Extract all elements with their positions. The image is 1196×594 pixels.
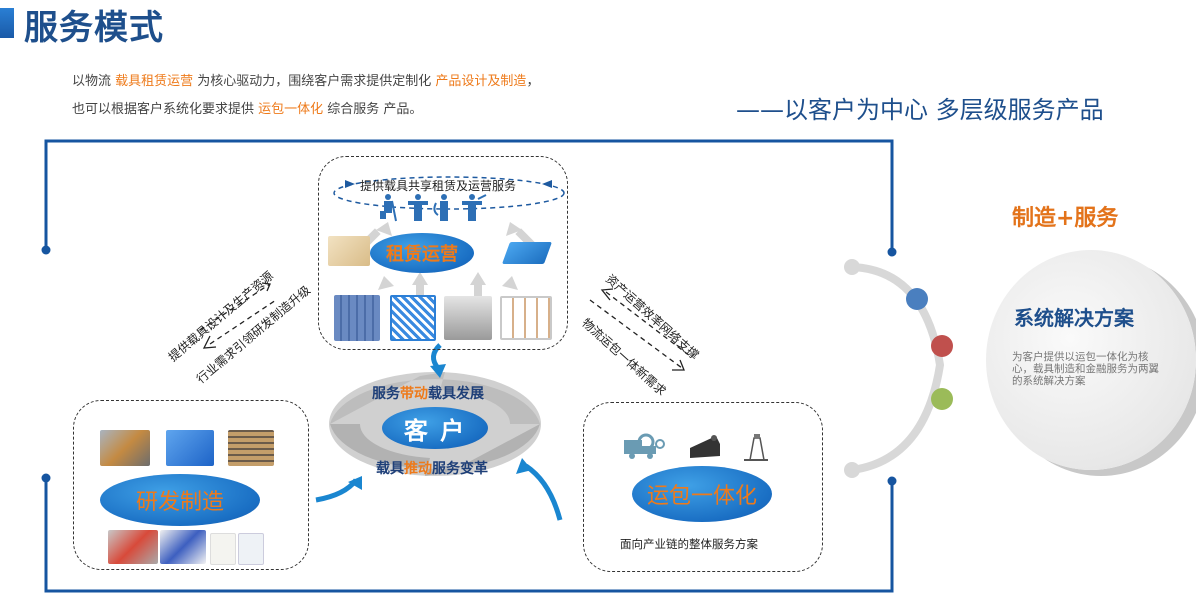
frame-node [41, 245, 51, 255]
intro-text: 以物流 [72, 74, 116, 89]
integration-ellipse[interactable]: 运包一体化 [632, 466, 772, 522]
integration-label: 运包一体化 [646, 484, 757, 509]
integration-section [583, 402, 823, 572]
frame-node [41, 473, 51, 483]
leasing-ellipse[interactable]: 租赁运营 [370, 233, 474, 273]
red-dot [931, 335, 953, 357]
steel-cage-image [390, 295, 436, 341]
certificate-photo-2 [238, 533, 264, 565]
intro-highlight: 载具租赁运营 [115, 74, 194, 89]
arc-end-node [844, 462, 860, 478]
wooden-pallet-image [328, 236, 370, 266]
warehouse-rack-photo [228, 430, 274, 466]
worker-cleaner-icon [380, 194, 397, 222]
right-flow-arrow-down [589, 299, 683, 369]
arrow-diag-right [502, 276, 518, 290]
rd-ellipse[interactable]: 研发制造 [100, 474, 260, 526]
cad-model-photo [108, 530, 158, 564]
solution-title: 系统解决方案 [1014, 306, 1134, 330]
blue-container-photo [166, 430, 214, 466]
green-dot [931, 388, 953, 410]
frame-node [887, 476, 897, 486]
tower-icon [744, 434, 768, 461]
arrow-up-right [506, 222, 522, 236]
intro-text: ， [526, 74, 540, 89]
customer-bottom-text: 载具推动服务变革 [376, 461, 488, 477]
certificate-photo-1 [210, 533, 236, 565]
intro-highlight: 产品设计及制造 [435, 74, 527, 89]
robot-welding-photo [100, 430, 150, 466]
rd-label: 研发制造 [135, 490, 224, 515]
left-flow-arrow-down [209, 299, 277, 345]
cake-icon [690, 435, 720, 458]
foldable-container-image [334, 295, 380, 341]
swirl-bottom-arc [330, 424, 540, 476]
intro-line-2: 也可以根据客户系统化要求提供 运包一体化 综合服务 产品。 [72, 98, 422, 117]
manufacturing-service-heading: 制造+服务 [1012, 206, 1119, 231]
orbit-arrow-right [345, 180, 355, 188]
intro-line-1: 以物流 载具租赁运营 为核心驱动力，围绕客户需求提供定制化 产品设计及制造， [72, 70, 539, 89]
timeline-arc [848, 263, 945, 474]
worker-miner-icon [462, 194, 487, 221]
plastic-pallet-box-image [444, 296, 492, 340]
workers-group [380, 194, 487, 222]
tagline: ——以客户为中心 多层级服务产品 [736, 96, 1104, 124]
frame-top [44, 139, 894, 252]
solution-description: 为客户提供以运包一体化为核心，载具制造和金融服务为两翼的系统解决方案 [1012, 351, 1159, 387]
integration-caption: 面向产业链的整体服务方案 [620, 537, 758, 551]
stress-analysis-photo [160, 530, 206, 564]
blue-dot [906, 288, 928, 310]
swirl-top-arc [330, 372, 540, 424]
truck-gear-icon [624, 433, 665, 459]
worker-electrician-icon [433, 194, 448, 221]
intro-text: 综合服务 产品。 [323, 102, 423, 117]
arrow-up [412, 272, 428, 285]
customer-label: 客 户 [403, 416, 467, 445]
page-title: 服务模式 [24, 8, 164, 48]
leasing-section [318, 156, 568, 350]
frame-node [887, 247, 897, 257]
intro-text: 为核心驱动力，围绕客户需求提供定制化 [193, 74, 436, 89]
steel-rack-image [500, 296, 552, 340]
arrow-up-left [376, 222, 392, 236]
intro-text: 也可以根据客户系统化要求提供 [72, 102, 259, 117]
rd-section [73, 400, 309, 570]
leasing-label: 租赁运营 [386, 244, 458, 265]
intro-highlight: 运包一体化 [258, 102, 324, 117]
plastic-pallet-image [501, 242, 553, 264]
leasing-orbit [333, 176, 565, 210]
solution-circle [986, 250, 1196, 470]
integration-to-customer-arrow [524, 463, 563, 521]
leasing-banner: 提供载具共享租赁及运营服务 [360, 179, 517, 193]
frame-bottom [44, 478, 894, 593]
arrow-diag-left [378, 276, 394, 290]
customer-ellipse[interactable]: 客 户 [382, 407, 488, 449]
worker-carrier-icon [408, 194, 428, 221]
arc-end-node [844, 259, 860, 275]
title-accent-bar [0, 8, 14, 38]
arrow-up [470, 272, 486, 285]
left-flow-arrow-up [199, 283, 271, 331]
customer-top-text: 服务带动载具发展 [372, 386, 484, 402]
